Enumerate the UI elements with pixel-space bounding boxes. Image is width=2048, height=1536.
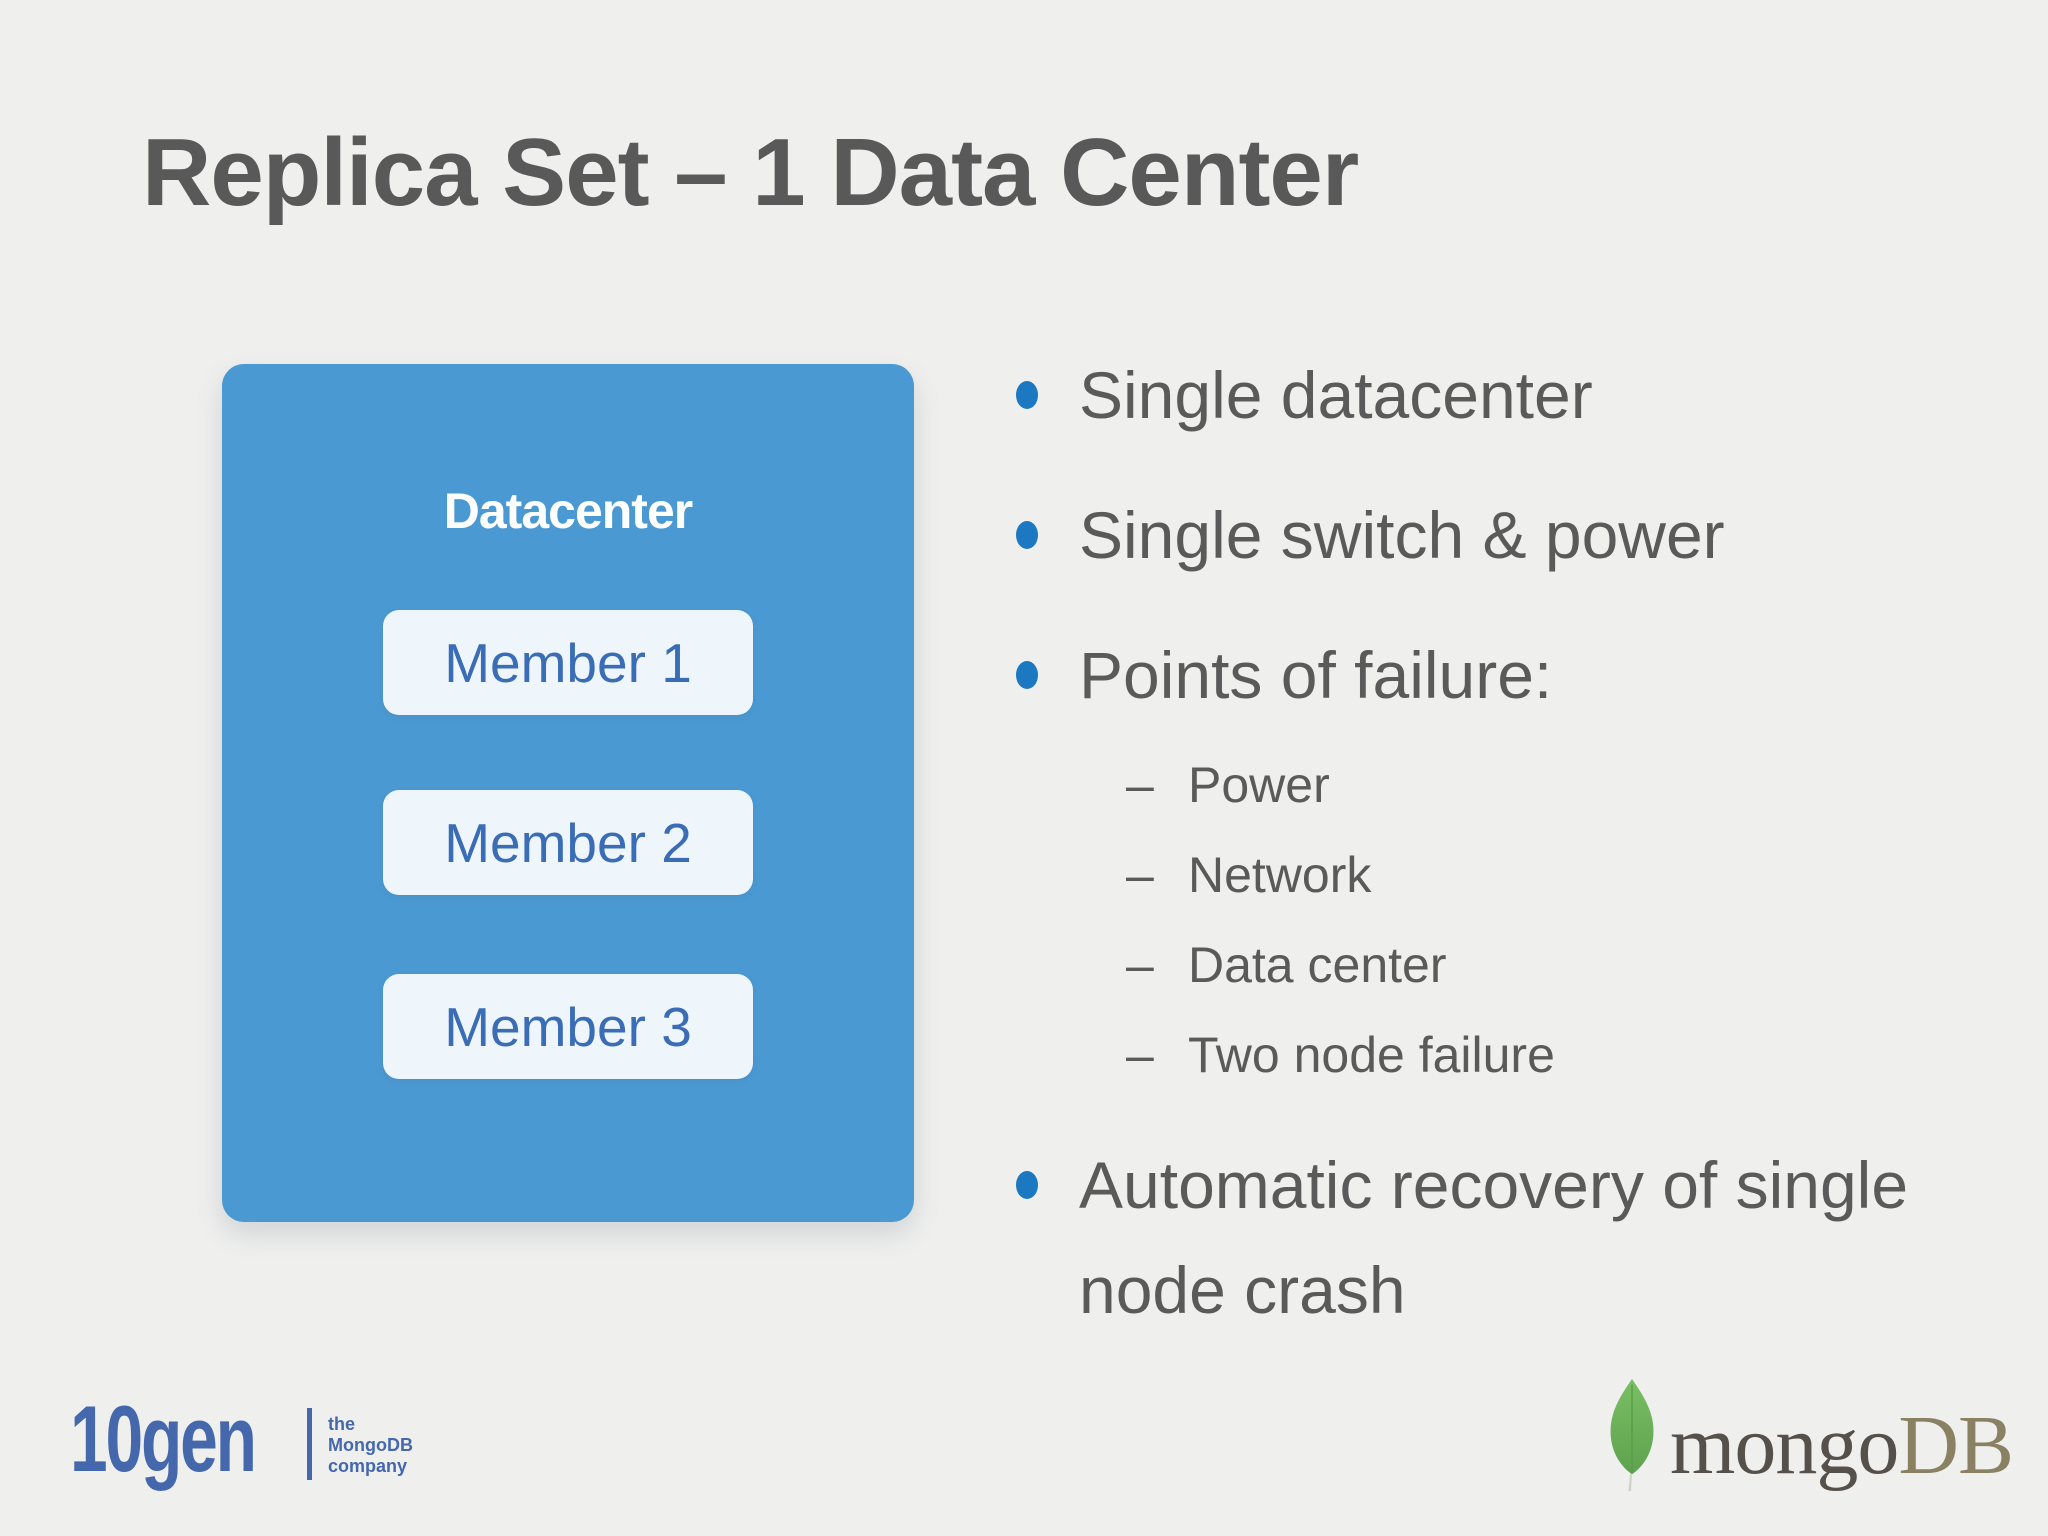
datacenter-label: Datacenter — [443, 483, 693, 539]
sub-bullet-network: – Network — [1126, 843, 1371, 907]
bullet-dot — [1016, 1171, 1038, 1199]
bullet-dot — [1016, 521, 1038, 549]
sub-bullet-label: Data center — [1188, 937, 1447, 993]
dash-marker: – — [1126, 847, 1154, 903]
sub-bullet-label: Network — [1188, 847, 1372, 903]
sub-bullet-label: Power — [1188, 757, 1330, 813]
db-text: DB — [1898, 1399, 2014, 1492]
tagline-line: the — [328, 1414, 355, 1434]
member-3-node: Member 3 — [383, 974, 753, 1079]
bullet-single-datacenter: Single datacenter — [1079, 358, 1593, 432]
mongodb-leaf-icon — [1610, 1379, 1654, 1491]
sub-bullet-label: Two node failure — [1188, 1027, 1555, 1083]
mongodb-logo: mongoDB — [1604, 1376, 2014, 1494]
datacenter-box: Datacenter Member 1 Member 2 Member 3 — [222, 364, 914, 1222]
mongo-text: mongo — [1670, 1399, 1899, 1492]
member-1-node: Member 1 — [383, 610, 753, 715]
bullet-points-of-failure: Points of failure: — [1079, 638, 1553, 712]
bullet-automatic-recovery: Automatic recovery of single node crash — [1079, 1148, 1909, 1327]
tengen-logo-divider — [307, 1408, 312, 1480]
bullet-single-switch-power: Single switch & power — [1079, 498, 1725, 572]
tengen-logo: 10gen — [70, 1386, 257, 1491]
sub-bullet-two-node-failure: – Two node failure — [1126, 1023, 1555, 1087]
tengen-tagline: the MongoDB company — [328, 1414, 413, 1477]
sub-bullet-power: – Power — [1126, 753, 1330, 817]
mongodb-wordmark: mongoDB — [1670, 1404, 2014, 1488]
sub-bullet-data-center: – Data center — [1126, 933, 1446, 997]
member-2-node: Member 2 — [383, 790, 753, 895]
dash-marker: – — [1126, 937, 1154, 993]
dash-marker: – — [1126, 1027, 1154, 1083]
tagline-line: company — [328, 1456, 408, 1476]
bullet-dot — [1016, 381, 1038, 409]
dash-marker: – — [1126, 757, 1154, 813]
slide-title: Replica Set – 1 Data Center — [142, 119, 1359, 226]
tagline-line: MongoDB — [328, 1435, 413, 1455]
bullet-dot — [1016, 661, 1038, 689]
